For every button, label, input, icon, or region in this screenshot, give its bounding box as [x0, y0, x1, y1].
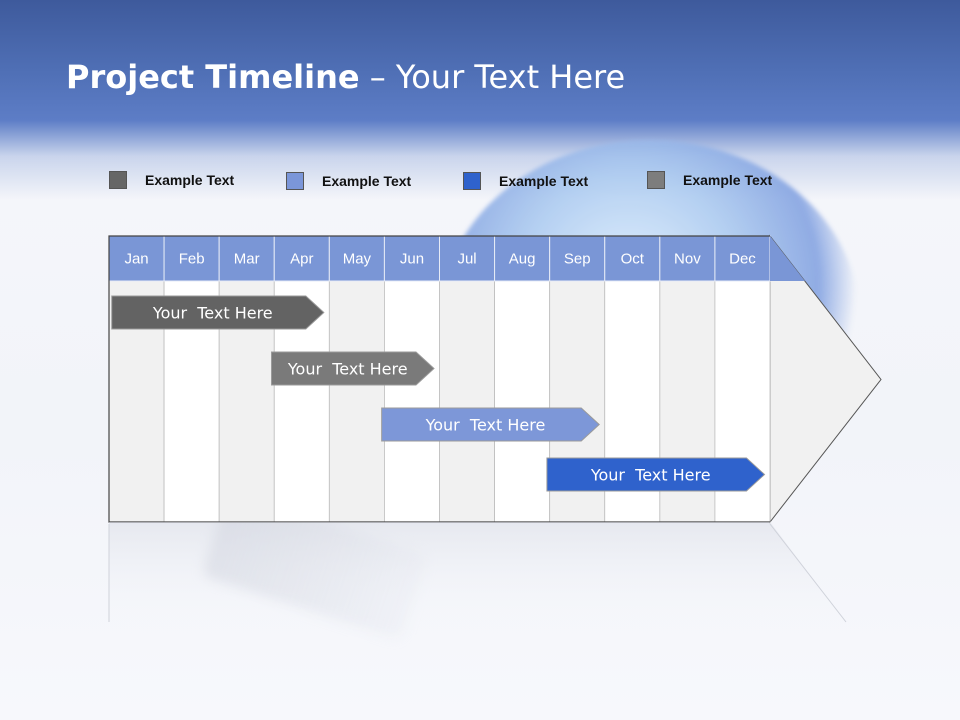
month-label-sep: Sep — [564, 251, 591, 268]
legend-swatch-4 — [647, 171, 665, 189]
month-label-may: May — [343, 251, 372, 268]
task-bar-label-3: Your Text Here — [425, 416, 546, 435]
task-bar-label-2: Your Text Here — [287, 360, 408, 379]
month-header-jun — [383, 235, 440, 282]
legend-label-4: Example Text — [683, 172, 773, 188]
month-column-aug — [494, 280, 551, 523]
month-label-aug: Aug — [509, 251, 536, 268]
month-label-nov: Nov — [674, 251, 701, 268]
page-title: Project Timeline – Your Text Here — [66, 58, 625, 96]
legend-label-1: Example Text — [145, 172, 235, 188]
arrow-tip-header — [770, 236, 805, 281]
month-label-feb: Feb — [179, 251, 205, 268]
month-label-jul: Jul — [457, 251, 476, 268]
month-header-nov — [659, 235, 716, 282]
task-bar-4 — [546, 457, 766, 492]
legend-item-1: Example Text — [109, 171, 234, 189]
task-bar-label-4: Your Text Here — [590, 466, 711, 485]
month-label-dec: Dec — [729, 251, 756, 268]
legend-item-2: Example Text — [286, 172, 411, 190]
header-band — [0, 0, 960, 200]
month-header-jul — [439, 235, 496, 282]
month-column-may — [328, 280, 385, 523]
legend-swatch-1 — [109, 171, 127, 189]
month-header-mar — [218, 235, 275, 282]
legend-swatch-2 — [286, 172, 304, 190]
month-label-oct: Oct — [621, 251, 645, 268]
legend-label-3: Example Text — [499, 173, 589, 189]
task-bar-1 — [111, 295, 325, 330]
page-title-bold: Project Timeline — [66, 58, 360, 96]
legend-label-2: Example Text — [322, 173, 412, 189]
task-bar-label-1: Your Text Here — [152, 304, 273, 323]
page-title-rest: – Your Text Here — [359, 58, 626, 96]
month-header-sep — [549, 235, 606, 282]
month-header-apr — [273, 235, 330, 282]
month-label-jun: Jun — [400, 251, 424, 268]
month-column-jul — [439, 280, 495, 523]
legend-item-3: Example Text — [463, 172, 588, 190]
legend-swatch-3 — [463, 172, 481, 190]
month-label-apr: Apr — [290, 251, 313, 268]
legend-item-4: Example Text — [647, 171, 772, 189]
month-label-jan: Jan — [124, 251, 148, 268]
timeline-reflection — [109, 522, 846, 622]
month-column-jun — [384, 280, 440, 523]
month-header-dec — [714, 235, 771, 282]
month-label-mar: Mar — [234, 251, 260, 268]
reflection-edge-right — [769, 523, 847, 623]
task-bar-3 — [381, 407, 600, 442]
task-bar-2 — [270, 351, 435, 386]
